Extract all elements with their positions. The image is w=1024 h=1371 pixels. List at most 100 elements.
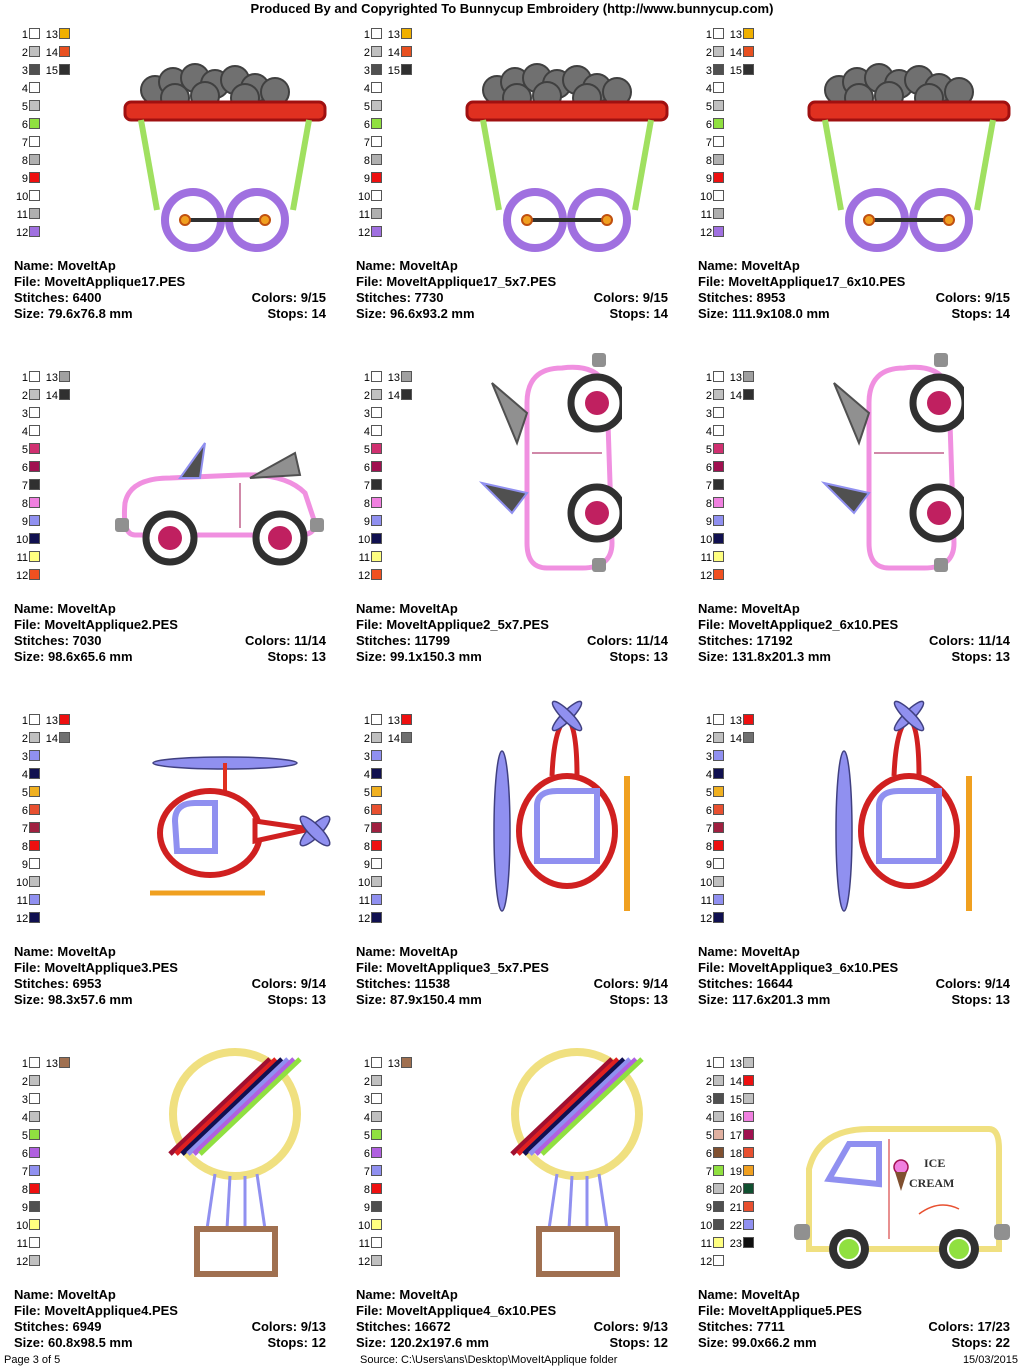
- stitch-count-value: 8953: [756, 290, 786, 305]
- info-line: Name: MoveItAp: [356, 258, 668, 274]
- color-count-value: 9/13: [300, 1319, 326, 1334]
- wagon-art: [807, 63, 1011, 252]
- info-line: Name: MoveItAp: [698, 258, 1010, 274]
- design-name-value: MoveItAp: [741, 944, 800, 959]
- design-name: Name: MoveItAp: [356, 258, 458, 273]
- color-number: 9: [21, 516, 28, 528]
- balloon-rope: [567, 1175, 574, 1230]
- color-number: 11: [358, 209, 370, 221]
- info-line: Name: MoveItAp: [14, 1287, 326, 1303]
- stitch-count-value: 11799: [414, 633, 450, 648]
- stop-count-label: Stops:: [609, 992, 654, 1007]
- color-count-value: 9/14: [300, 976, 326, 991]
- hub: [521, 214, 533, 226]
- stitch-count: Stitches: 11799: [356, 633, 450, 648]
- color-swatch: [29, 1183, 40, 1194]
- color-number: 3: [363, 751, 370, 763]
- color-number: 10: [16, 191, 29, 203]
- color-swatch: [29, 786, 40, 797]
- stop-count-value: 13: [653, 649, 668, 664]
- color-swatch: [29, 479, 40, 490]
- color-number: 1: [21, 715, 28, 727]
- design-size: Size: 96.6x93.2 mm: [356, 306, 475, 321]
- color-number: 9: [363, 1202, 370, 1214]
- print-date: 15/03/2015: [962, 1354, 1018, 1366]
- stop-count-label: Stops:: [267, 992, 312, 1007]
- car-vertical-art: [478, 353, 622, 572]
- info-line: Name: MoveItAp: [698, 944, 1010, 960]
- color-number: 6: [363, 119, 370, 131]
- color-number: 6: [21, 119, 28, 131]
- color-swatch: [713, 1201, 724, 1212]
- design-name-value: MoveItAp: [741, 1287, 800, 1302]
- color-swatch: [713, 1057, 724, 1068]
- design-name-value: MoveItAp: [57, 1287, 116, 1302]
- stop-count: Stops: 14: [951, 306, 1010, 322]
- color-number: 8: [21, 1184, 28, 1196]
- color-number: 4: [705, 83, 712, 95]
- color-number: 13: [729, 715, 742, 727]
- color-swatch: [371, 479, 382, 490]
- hubcap: [837, 1237, 861, 1261]
- color-swatch: [371, 46, 382, 57]
- color-count: Colors: 9/15: [252, 290, 326, 306]
- windshield: [178, 442, 206, 479]
- color-swatch: [29, 172, 40, 183]
- color-swatch: [371, 226, 382, 237]
- hub: [259, 214, 271, 226]
- color-count-label: Colors:: [251, 976, 301, 991]
- color-swatch: [713, 479, 724, 490]
- design-name-value: MoveItAp: [399, 944, 458, 959]
- design-size-value: 131.8x201.3 mm: [731, 649, 831, 664]
- info-line: Name: MoveItAp: [698, 1287, 1010, 1303]
- color-count-value: 9/14: [642, 976, 668, 991]
- stop-count-value: 12: [653, 1335, 668, 1350]
- helicopter-vertical-art: [493, 700, 630, 912]
- color-number: 8: [705, 841, 712, 853]
- color-swatch: [29, 822, 40, 833]
- color-swatch: [371, 1219, 382, 1230]
- color-swatch: [371, 732, 382, 743]
- color-number: 2: [21, 47, 28, 59]
- bumper: [794, 1224, 810, 1240]
- color-swatch: [371, 64, 382, 75]
- color-count: Colors: 9/14: [936, 976, 1010, 992]
- design-name-label: Name:: [14, 944, 58, 959]
- color-swatch: [401, 1057, 412, 1068]
- color-swatch: [743, 732, 754, 743]
- color-number: 9: [363, 859, 370, 871]
- stitch-count-value: 7730: [414, 290, 444, 305]
- stitch-count-label: Stitches:: [698, 290, 757, 305]
- color-swatch: [371, 443, 382, 454]
- color-swatch: [713, 1093, 724, 1104]
- color-number: 12: [16, 1256, 29, 1268]
- color-swatch: [371, 822, 382, 833]
- color-number: 9: [21, 859, 28, 871]
- color-swatch: [29, 1165, 40, 1176]
- design-size-value: 117.6x201.3 mm: [731, 992, 831, 1007]
- color-number: 12: [700, 570, 713, 582]
- info-line: Name: MoveItAp: [698, 601, 1010, 617]
- design-name-value: MoveItAp: [399, 1287, 458, 1302]
- color-count-label: Colors:: [593, 1319, 643, 1334]
- design-size-value: 98.3x57.6 mm: [47, 992, 133, 1007]
- balloon-rope: [255, 1173, 267, 1230]
- color-number: 11: [700, 209, 712, 221]
- stitch-count: Stitches: 7711: [698, 1319, 785, 1334]
- color-number: 2: [705, 47, 712, 59]
- color-swatch: [401, 28, 412, 39]
- color-swatch: [59, 46, 70, 57]
- stitch-count-value: 16644: [756, 976, 793, 991]
- color-number: 8: [705, 155, 712, 167]
- stop-count-value: 14: [311, 306, 326, 321]
- design-size-label: Size:: [14, 649, 48, 664]
